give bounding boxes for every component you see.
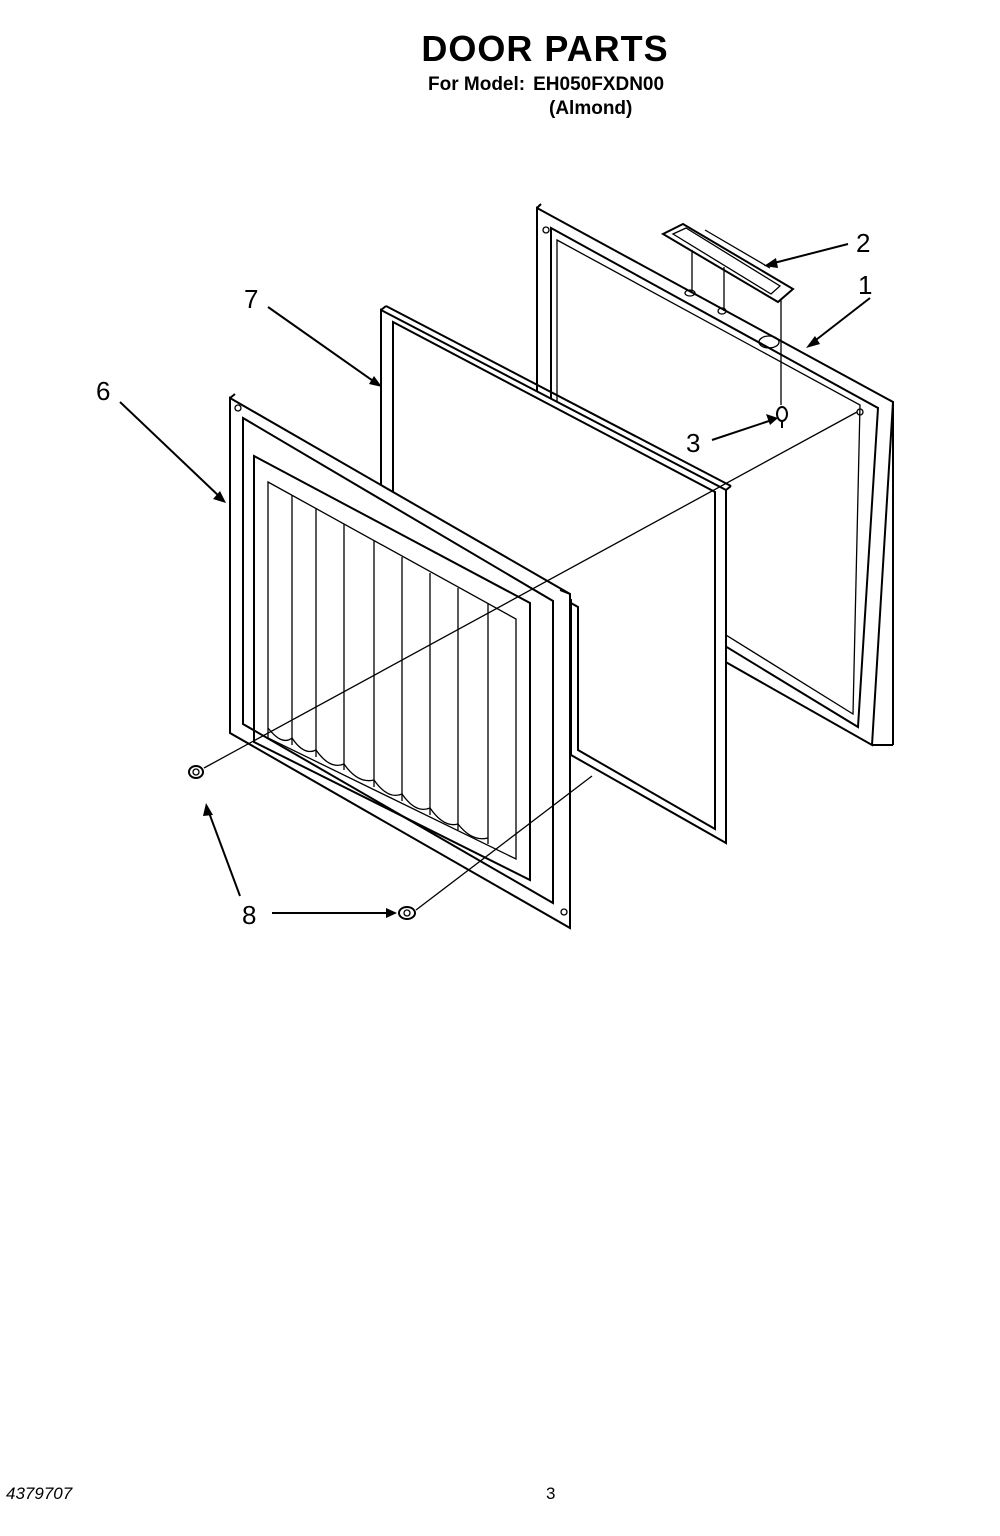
part-3-screw [776, 406, 788, 428]
callout-1: 1 [858, 270, 872, 300]
part-8-screws [188, 765, 416, 920]
model-line: For Model: EH050FXDN00 [428, 74, 664, 96]
page-number: 3 [546, 1484, 556, 1503]
callout-3: 3 [686, 428, 700, 458]
assembly-lines [203, 411, 858, 911]
model-label: For Model: [428, 74, 526, 95]
part-6-front-door [229, 393, 571, 930]
callout-2: 2 [856, 228, 870, 258]
page-title: DOOR PARTS [421, 28, 669, 69]
leader-arrows [119, 243, 871, 918]
callout-7: 7 [244, 284, 258, 314]
document-number: 4379707 [6, 1484, 73, 1503]
model-number: EH050FXDN00 [533, 74, 665, 95]
part-2-latch-bracket [660, 222, 795, 405]
callout-8: 8 [242, 900, 256, 930]
callout-6: 6 [96, 376, 110, 406]
model-color: (Almond) [549, 98, 633, 119]
